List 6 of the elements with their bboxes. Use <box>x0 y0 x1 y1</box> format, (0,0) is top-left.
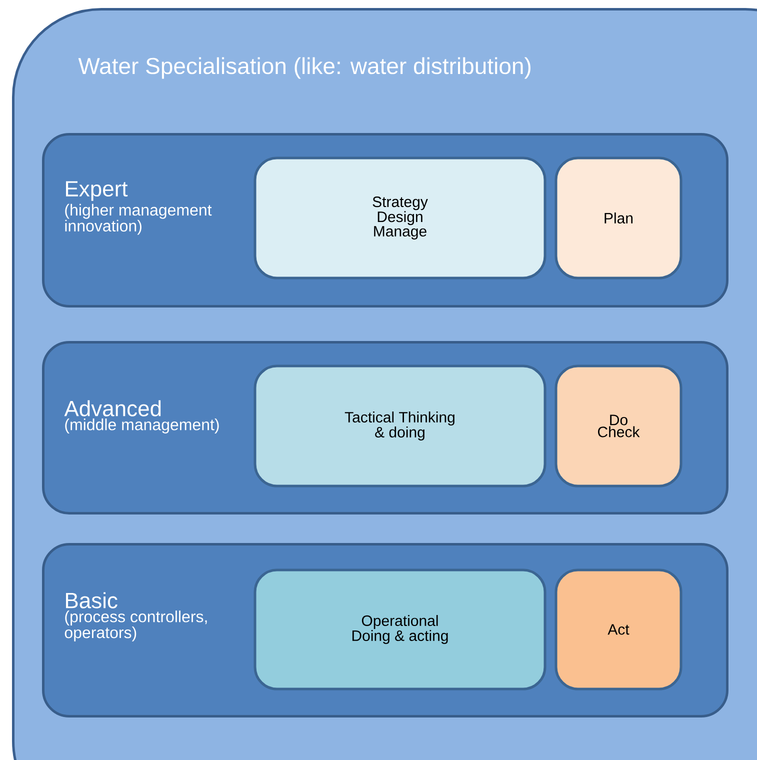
role-box: Operational Doing & acting <box>254 568 546 690</box>
role-box: Do Check <box>554 364 682 488</box>
role-box: Plan <box>554 156 682 280</box>
role-box: Tactical Thinking & doing <box>254 364 546 488</box>
role-box: Strategy Design Manage <box>254 156 546 280</box>
role-box: Act <box>554 568 682 690</box>
